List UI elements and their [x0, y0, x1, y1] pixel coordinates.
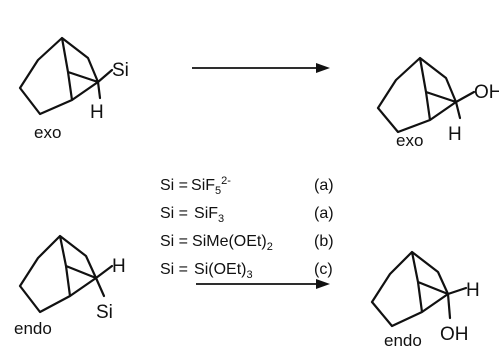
endo-reactant-h-label: H — [112, 256, 126, 277]
exo-product-oh-bond — [454, 90, 476, 104]
endo-reactant-norbornane: H Si endo — [14, 234, 126, 338]
endo-product-oh-bond — [446, 292, 452, 320]
endo-product-oh-label: OH — [440, 324, 469, 345]
condition-row: Si =SiMe(OEt)2 (b) — [160, 233, 334, 253]
endo-reaction-arrow — [196, 279, 330, 289]
svg-text:Si =SiF52-: Si =SiF52- — [160, 175, 231, 197]
condition-tag: (c) — [314, 261, 333, 278]
svg-text:Si =SiMe(OEt)2: Si =SiMe(OEt)2 — [160, 233, 273, 253]
exo-product-norbornane: OH H exo — [376, 56, 499, 150]
exo-product-skeleton — [376, 56, 458, 134]
endo-reactant-h-bond — [94, 264, 114, 280]
exo-reaction-arrow — [192, 63, 330, 73]
exo-reactant-skeleton — [18, 36, 100, 116]
condition-tag: (b) — [314, 233, 334, 250]
exo-reactant-h-label: H — [90, 102, 104, 123]
endo-product-norbornane: H OH endo — [370, 250, 480, 348]
exo-reactant-norbornane: Si H exo — [18, 36, 129, 142]
exo-reactant-si-label: Si — [112, 60, 129, 81]
exo-reactant-stereo-label: exo — [34, 123, 61, 142]
endo-reactant-si-label: Si — [96, 302, 113, 323]
endo-product-h-bond — [446, 286, 468, 296]
endo-reactant-stereo-label: endo — [14, 319, 52, 338]
endo-product-skeleton — [370, 250, 450, 328]
exo-product-stereo-label: exo — [396, 131, 423, 150]
exo-product-h-bond — [454, 100, 462, 120]
svg-text:Si =SiF3: Si =SiF3 — [160, 205, 224, 225]
exo-product-oh-label: OH — [474, 82, 499, 103]
endo-product-h-label: H — [466, 280, 480, 301]
endo-reactant-skeleton — [18, 234, 98, 314]
exo-product-h-label: H — [448, 124, 462, 145]
condition-row: Si =SiF3 (a) — [160, 205, 334, 225]
exo-reactant-si-bond — [96, 68, 114, 84]
reagent-conditions: Si =SiF52- (a) Si =SiF3 (a) Si =SiMe(OEt… — [160, 175, 334, 281]
condition-row: Si =SiF52- (a) — [160, 175, 334, 197]
exo-reactant-h-bond — [96, 80, 102, 100]
svg-text:Si =Si(OEt)3: Si =Si(OEt)3 — [160, 261, 253, 281]
condition-row: Si =Si(OEt)3 (c) — [160, 261, 333, 281]
endo-reactant-si-bond — [94, 276, 106, 298]
endo-product-stereo-label: endo — [384, 331, 422, 348]
condition-tag: (a) — [314, 177, 334, 194]
condition-tag: (a) — [314, 205, 334, 222]
